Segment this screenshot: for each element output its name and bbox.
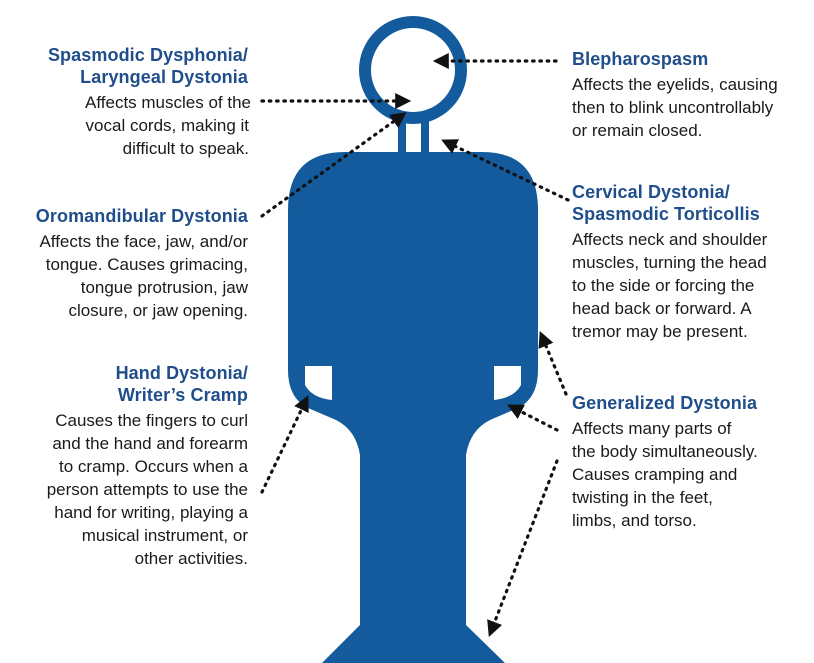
neck-right-bar <box>421 115 429 157</box>
label-hand-dystonia: Hand Dystonia/ Writer’s Cramp Causes the… <box>47 362 248 570</box>
label-cervical-dystonia: Cervical Dystonia/ Spasmodic Torticollis… <box>572 181 767 343</box>
torso-silhouette <box>288 152 538 663</box>
generalized-dystonia-title: Generalized Dystonia <box>572 392 758 414</box>
hand-dystonia-description: Causes the fingers to curl and the hand … <box>47 409 248 570</box>
label-blepharospasm: Blepharospasm Affects the eyelids, causi… <box>572 48 778 142</box>
label-oromandibular: Oromandibular Dystonia Affects the face,… <box>36 205 248 322</box>
spasmodic-dysphonia-description: Affects muscles of the vocal cords, maki… <box>48 91 249 160</box>
head-ring <box>365 22 461 118</box>
hand-dystonia-title: Hand Dystonia/ Writer’s Cramp <box>47 362 248 406</box>
arrow-generalized-torso <box>541 334 566 394</box>
cervical-dystonia-title: Cervical Dystonia/ Spasmodic Torticollis <box>572 181 767 225</box>
spasmodic-dysphonia-title: Spasmodic Dysphonia/ Laryngeal Dystonia <box>48 44 248 88</box>
arrow-generalized-hand <box>510 406 557 430</box>
label-generalized-dystonia: Generalized Dystonia Affects many parts … <box>572 392 758 532</box>
generalized-dystonia-description: Affects many parts of the body simultane… <box>572 417 758 532</box>
label-spasmodic-dysphonia: Spasmodic Dysphonia/ Laryngeal Dystonia … <box>48 44 248 160</box>
neck-left-bar <box>398 115 406 157</box>
blepharospasm-title: Blepharospasm <box>572 48 778 70</box>
arrow-generalized-leg <box>490 461 557 634</box>
cervical-dystonia-description: Affects neck and shoulder muscles, turni… <box>572 228 767 343</box>
oromandibular-description: Affects the face, jaw, and/or tongue. Ca… <box>36 230 248 322</box>
oromandibular-title: Oromandibular Dystonia <box>36 205 248 227</box>
blepharospasm-description: Affects the eyelids, causing then to bli… <box>572 73 778 142</box>
arrow-hand <box>262 398 307 492</box>
